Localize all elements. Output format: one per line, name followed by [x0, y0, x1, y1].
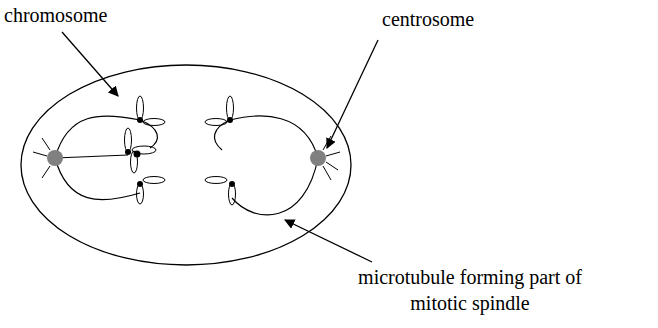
centrosome-dot — [310, 150, 326, 166]
chromosomes — [125, 96, 236, 205]
astral-rays — [33, 136, 340, 180]
part-label: microtubule forming part of mitotic spin… — [352, 264, 588, 316]
part-label: chromosome — [4, 2, 107, 28]
cell-membrane — [21, 65, 351, 265]
kinetochores — [125, 117, 235, 187]
part-label: centrosome — [382, 6, 474, 32]
centrosome-dot — [47, 150, 63, 166]
leader-arrows — [62, 32, 378, 262]
spindle-microtubules — [55, 116, 318, 215]
